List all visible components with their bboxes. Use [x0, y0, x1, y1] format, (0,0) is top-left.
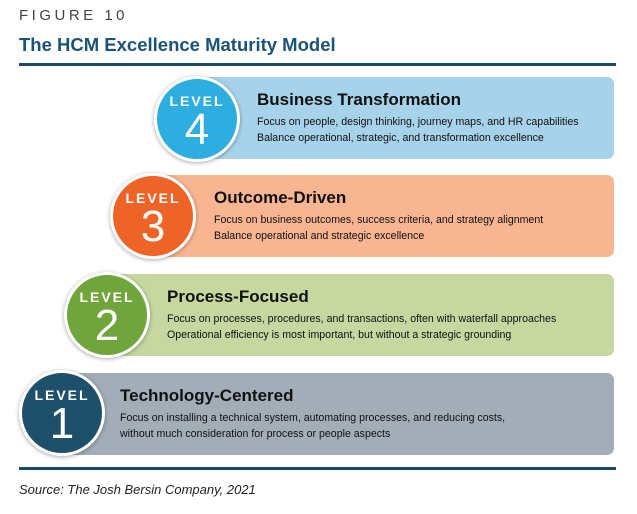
- level-4-badge: LEVEL 4: [154, 76, 240, 162]
- level-1-description-line-2: without much consideration for process o…: [120, 428, 391, 440]
- level-2-box: Process-Focused Focus on processes, proc…: [106, 274, 614, 356]
- level-3-badge-number: 3: [140, 202, 166, 251]
- figure-label: FIGURE 10: [19, 7, 129, 24]
- level-1-badge-word: LEVEL: [34, 387, 90, 403]
- level-3-badge: LEVEL 3: [110, 173, 196, 259]
- level-3-description-line-1: Focus on business outcomes, success crit…: [214, 214, 544, 226]
- level-2-badge-number: 2: [94, 301, 120, 350]
- level-4-badge-number: 4: [184, 105, 210, 154]
- level-2-name: Process-Focused: [167, 287, 309, 306]
- level-1-badge-number: 1: [49, 399, 75, 448]
- level-2-badge: LEVEL 2: [64, 272, 150, 358]
- level-4-name: Business Transformation: [257, 90, 462, 109]
- level-4-badge-word: LEVEL: [169, 93, 225, 109]
- level-1-name: Technology-Centered: [120, 386, 294, 405]
- level-3-description-line-2: Balance operational and strategic excell…: [214, 230, 425, 242]
- figure-title: The HCM Excellence Maturity Model: [19, 34, 336, 55]
- level-3-box: Outcome-Driven Focus on business outcome…: [152, 175, 614, 257]
- level-2-badge-word: LEVEL: [79, 289, 135, 305]
- level-2-description-line-1: Focus on processes, procedures, and tran…: [167, 313, 557, 325]
- level-3-name: Outcome-Driven: [214, 188, 347, 207]
- level-1-badge: LEVEL 1: [19, 370, 105, 456]
- source-note: Source: The Josh Bersin Company, 2021: [19, 482, 256, 497]
- level-4-description-line-1: Focus on people, design thinking, journe…: [257, 116, 579, 128]
- level-4-box: Business Transformation Focus on people,…: [195, 77, 614, 159]
- level-3-badge-word: LEVEL: [125, 190, 181, 206]
- level-4-description-line-2: Balance operational, strategic, and tran…: [257, 132, 544, 144]
- bottom-divider: [19, 467, 616, 470]
- level-2-description-line-2: Operational efficiency is most important…: [167, 329, 512, 341]
- top-divider: [19, 63, 616, 66]
- level-1-description-line-1: Focus on installing a technical system, …: [120, 412, 506, 424]
- level-1-box: Technology-Centered Focus on installing …: [60, 373, 614, 455]
